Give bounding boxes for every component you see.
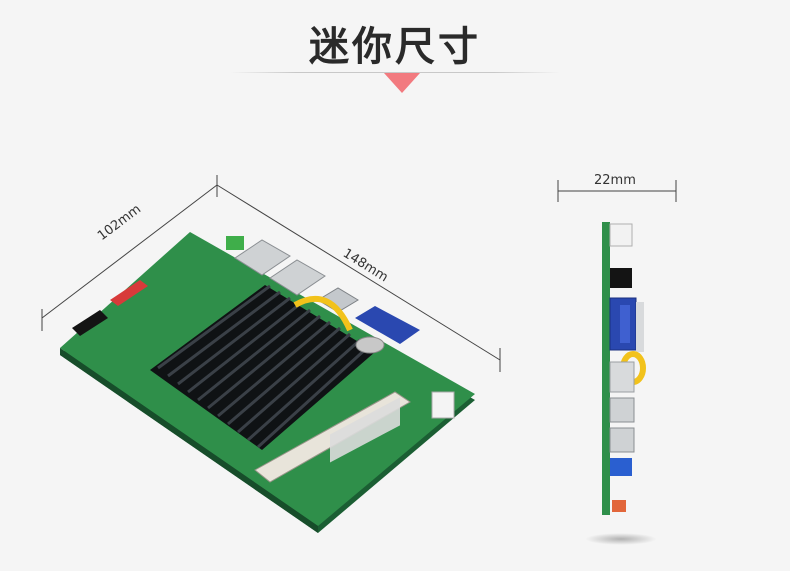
dimension-lines <box>41 175 677 372</box>
red-header <box>110 280 148 306</box>
usb-port <box>317 287 359 313</box>
thickness-label: 22mm <box>594 173 636 188</box>
sata-connector <box>72 310 108 336</box>
battery-cable <box>293 295 353 332</box>
width-dimension-line <box>216 184 501 361</box>
green-terminal <box>226 236 244 250</box>
heatsink <box>150 284 375 450</box>
depth-dimension-line <box>41 184 218 319</box>
main-board <box>60 232 475 533</box>
cmos-battery <box>355 336 385 354</box>
power-connector <box>431 391 455 419</box>
side-view-board <box>602 222 646 515</box>
side-board-shadow <box>585 533 657 545</box>
title-underline <box>230 72 560 73</box>
lan-port-2 <box>269 259 326 296</box>
page-title: 迷你尺寸 <box>309 24 481 70</box>
title-pointer-triangle <box>384 73 420 93</box>
vga-port <box>355 306 420 344</box>
lan-port-1 <box>234 239 291 276</box>
